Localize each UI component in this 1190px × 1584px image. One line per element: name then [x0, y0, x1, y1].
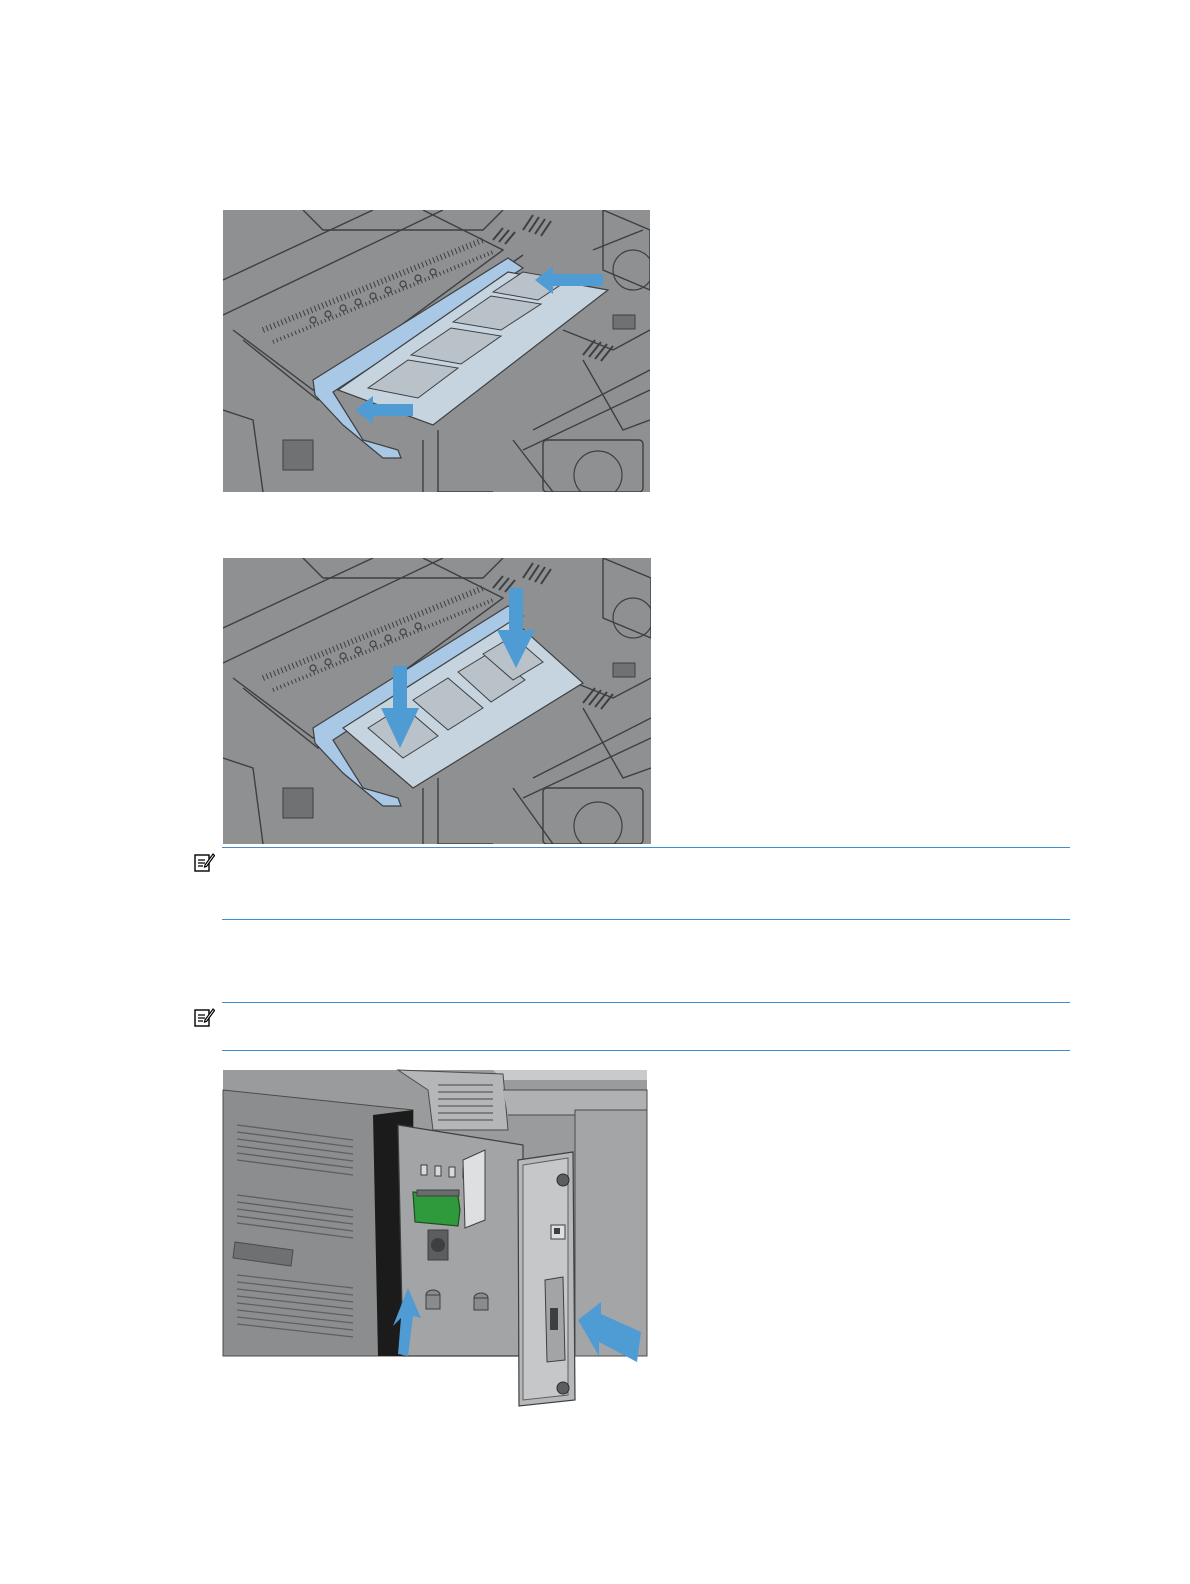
note-bottom-rule	[222, 919, 1070, 920]
memory-dimm-insert-figure	[223, 210, 650, 492]
note-icon	[193, 1006, 215, 1028]
note-icon	[193, 851, 215, 873]
formatter-board-reinsert-figure	[223, 1070, 643, 1406]
note-top-rule	[222, 847, 1070, 848]
note-top-rule	[222, 1002, 1070, 1003]
note-bottom-rule	[222, 1050, 1070, 1051]
memory-dimm-press-down-figure	[223, 558, 651, 844]
